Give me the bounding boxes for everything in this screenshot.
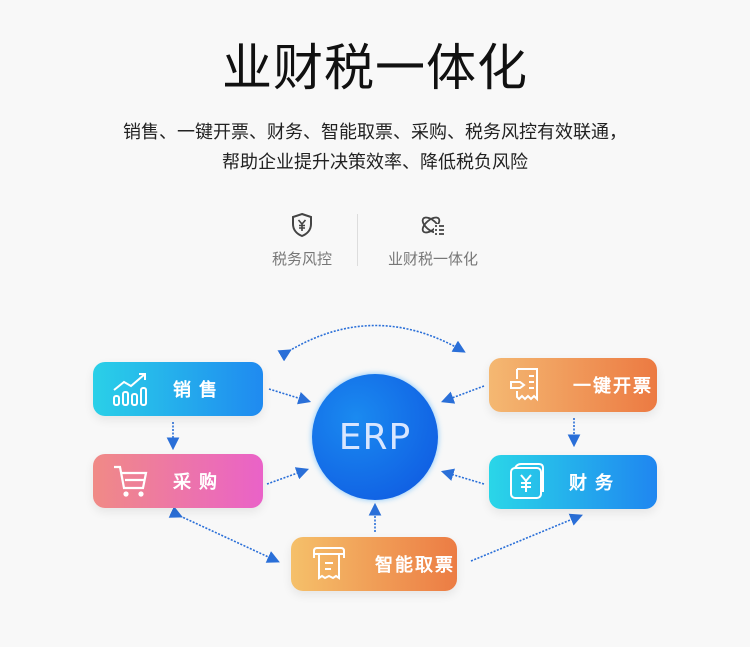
divider bbox=[357, 214, 358, 266]
arrow-finance-erp bbox=[440, 468, 485, 485]
node-label: 一键开票 bbox=[573, 376, 653, 397]
node-sales[interactable]: 销售 bbox=[93, 362, 263, 416]
feature-integration: 业财税一体化 bbox=[378, 212, 488, 269]
feature-tax-risk: 税务风控 bbox=[262, 212, 342, 269]
node-finance[interactable]: 财务 bbox=[489, 455, 657, 509]
subtitle-line-1: 销售、一键开票、财务、智能取票、采购、税务风控有效联通， bbox=[123, 122, 627, 143]
page-title: 业财税一体化 bbox=[222, 39, 528, 97]
arrow-purchase-erp bbox=[266, 467, 310, 485]
node-label: 销售 bbox=[173, 380, 225, 401]
arrow-sales-erp bbox=[268, 388, 312, 405]
feature-label: 税务风控 bbox=[271, 250, 332, 268]
ticket-machine-icon bbox=[313, 547, 345, 580]
arrow-purchase-smart bbox=[168, 506, 280, 563]
wallet-yen-icon bbox=[510, 463, 544, 499]
erp-label: ERP bbox=[338, 416, 412, 458]
subtitle-line-2: 帮助企业提升决策效率、降低税负风险 bbox=[222, 152, 528, 173]
feature-label: 业财税一体化 bbox=[387, 250, 478, 268]
invoice-icon bbox=[510, 368, 538, 402]
erp-center[interactable]: ERP bbox=[312, 374, 438, 500]
arrow-smart-finance bbox=[470, 513, 583, 562]
node-smart-ticket[interactable]: 智能取票 bbox=[291, 537, 457, 591]
chart-growth-icon bbox=[113, 373, 147, 406]
arrow-invoice-erp bbox=[441, 385, 485, 404]
shield-yen-icon bbox=[292, 212, 312, 238]
cart-icon bbox=[114, 465, 148, 497]
integration-icon bbox=[421, 216, 445, 236]
node-purchase[interactable]: 采购 bbox=[93, 454, 263, 508]
node-label: 智能取票 bbox=[375, 555, 455, 576]
arrow-top-arc bbox=[277, 324, 466, 362]
node-invoice[interactable]: 一键开票 bbox=[489, 358, 657, 412]
node-label: 财务 bbox=[569, 473, 621, 494]
node-label: 采购 bbox=[173, 472, 225, 493]
